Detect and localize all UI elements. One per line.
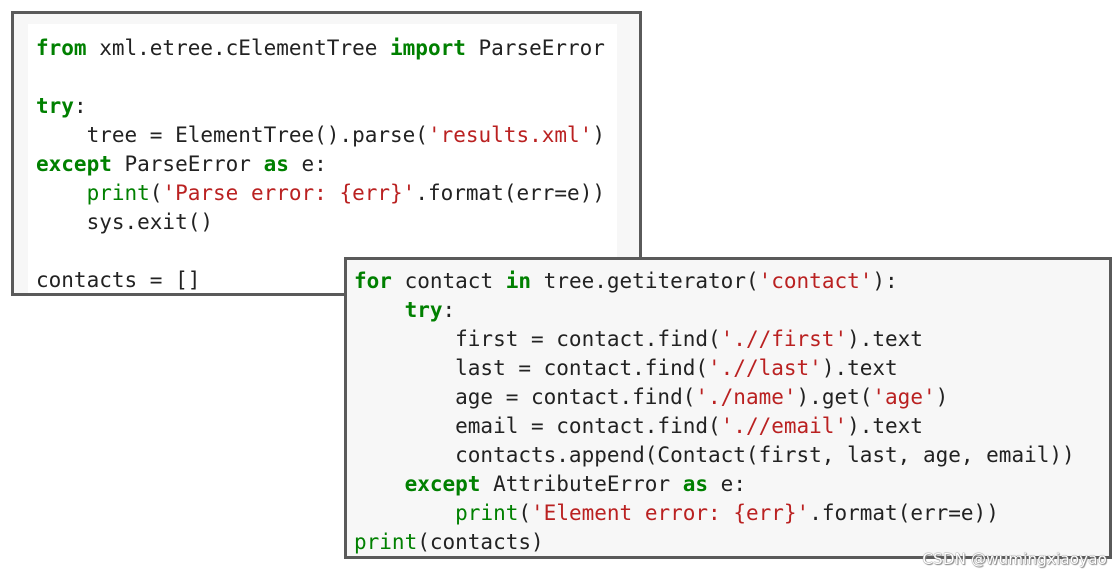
code-token: tree.getiterator( — [531, 269, 759, 293]
code-token: ).get( — [796, 385, 873, 409]
keyword-token: for — [354, 269, 392, 293]
code-token — [354, 472, 405, 496]
code-token: ).text — [821, 356, 898, 380]
code-line: print('Parse error: {err}'.format(err=e)… — [36, 179, 605, 208]
code-token — [354, 501, 455, 525]
string-token: './/first' — [720, 327, 848, 351]
keyword-token: as — [263, 152, 289, 176]
code-line: try: — [354, 296, 1075, 325]
code-token: : — [442, 298, 456, 322]
code-line: email = contact.find('.//email').text — [354, 412, 1075, 441]
code-token: contact — [391, 269, 506, 293]
code-token: e: — [708, 472, 746, 496]
string-token: './/last' — [708, 356, 822, 380]
code-line: contacts = [] — [36, 266, 605, 295]
builtin-token: print — [455, 501, 519, 525]
keyword-token: try — [36, 94, 74, 118]
code-line: contacts.append(Contact(first, last, age… — [354, 441, 1075, 470]
string-token: 'Parse error: {err}' — [162, 181, 416, 205]
code-line: except ParseError as e: — [36, 150, 605, 179]
code-token: email = contact.find( — [354, 414, 721, 438]
code-token: ( — [518, 501, 532, 525]
code-token: xml.etree.cElementTree — [86, 36, 391, 60]
code-line — [36, 63, 605, 92]
code-token: ).text — [847, 327, 923, 351]
code-line: last = contact.find('.//last').text — [354, 354, 1075, 383]
code-token: ) — [592, 123, 605, 147]
code-area-background — [28, 24, 617, 293]
code-block-2[interactable]: for contact in tree.getiterator('contact… — [354, 267, 1075, 557]
code-token: tree = ElementTree().parse( — [36, 123, 428, 147]
code-block-1[interactable]: from xml.etree.cElementTree import Parse… — [36, 34, 605, 295]
code-token: ) — [935, 385, 949, 409]
code-token: ( — [149, 181, 163, 205]
code-line: for contact in tree.getiterator('contact… — [354, 267, 1075, 296]
code-token: age = contact.find( — [354, 385, 696, 409]
code-token: ParseError — [111, 152, 264, 176]
keyword-token: in — [505, 269, 532, 293]
builtin-token: print — [354, 530, 418, 554]
code-token — [36, 181, 87, 205]
string-token: 'contact' — [758, 269, 873, 293]
code-line: first = contact.find('.//first').text — [354, 325, 1075, 354]
keyword-token: as — [682, 472, 709, 496]
code-token: ParseError — [465, 36, 605, 60]
code-line: age = contact.find('./name').get('age') — [354, 383, 1075, 412]
string-token: 'age' — [872, 385, 936, 409]
code-token: ): — [872, 269, 898, 293]
code-token: contacts.append(Contact(first, last, age… — [354, 443, 1075, 467]
string-token: 'results.xml' — [427, 123, 593, 147]
keyword-token: import — [390, 36, 466, 60]
code-token: first = contact.find( — [354, 327, 721, 351]
keyword-token: except — [404, 472, 481, 496]
keyword-token: except — [36, 152, 112, 176]
code-token: last = contact.find( — [354, 356, 709, 380]
string-token: './/email' — [720, 414, 848, 438]
code-token: ).text — [847, 414, 923, 438]
code-token: e: — [288, 152, 327, 176]
code-token: sys.exit() — [36, 210, 214, 234]
string-token: './name' — [695, 385, 797, 409]
builtin-token: print — [86, 181, 150, 205]
keyword-token: from — [36, 36, 87, 60]
string-token: 'Element error: {err}' — [531, 501, 810, 525]
code-token: contacts = [] — [36, 268, 201, 292]
watermark: CSDN @wumingxiaoyao — [922, 550, 1107, 568]
code-token — [354, 298, 405, 322]
code-line: except AttributeError as e: — [354, 470, 1075, 499]
code-token: .format(err=e)) — [809, 501, 999, 525]
code-token: : — [73, 94, 87, 118]
code-token: (contacts) — [417, 530, 544, 554]
code-line: tree = ElementTree().parse('results.xml'… — [36, 121, 605, 150]
code-line: try: — [36, 92, 605, 121]
code-token: AttributeError — [480, 472, 683, 496]
code-line: sys.exit() — [36, 208, 605, 237]
code-line: from xml.etree.cElementTree import Parse… — [36, 34, 605, 63]
code-line: print('Element error: {err}'.format(err=… — [354, 499, 1075, 528]
code-line: print(contacts) — [354, 528, 1075, 557]
code-token: .format(err=e)) — [415, 181, 605, 205]
code-cell-2[interactable]: for contact in tree.getiterator('contact… — [344, 257, 1112, 559]
keyword-token: try — [404, 298, 443, 322]
code-cell-1[interactable]: from xml.etree.cElementTree import Parse… — [11, 11, 642, 296]
